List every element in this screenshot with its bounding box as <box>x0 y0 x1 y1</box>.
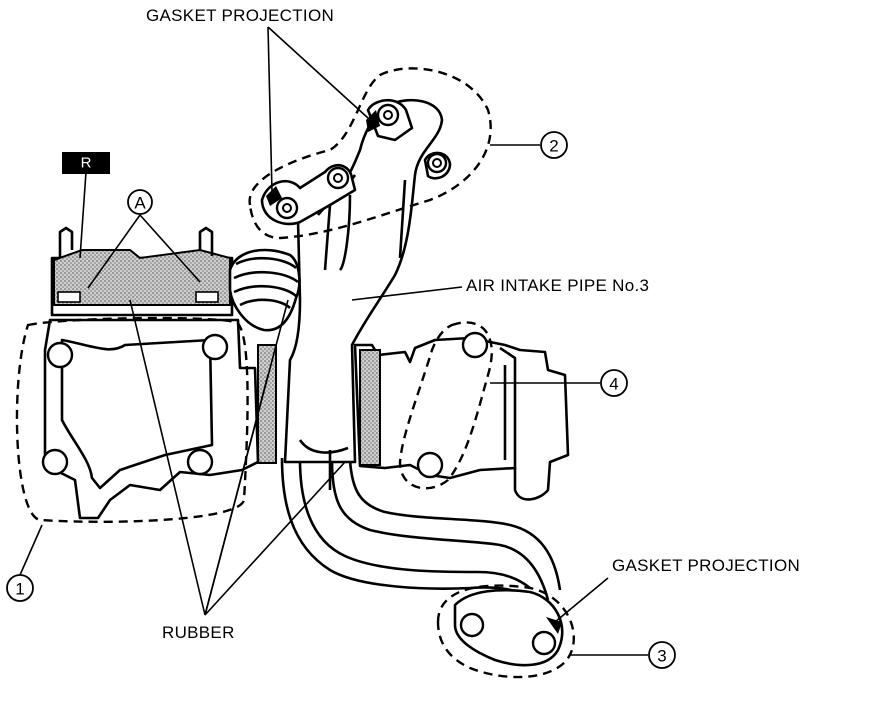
label-air-intake-pipe: AIR INTAKE PIPE No.3 <box>466 276 649 295</box>
outline-3 <box>436 584 575 679</box>
callout-2: 2 <box>540 131 568 159</box>
callout-a-label: A <box>134 194 146 213</box>
air-intake-pipe-no3 <box>283 98 444 490</box>
lower-hose <box>280 457 562 601</box>
callout-2-label: 2 <box>549 137 558 156</box>
leader-lines <box>19 26 648 656</box>
gasket-projection-mark <box>546 617 562 634</box>
flange-1 <box>15 316 260 523</box>
callout-4: 4 <box>600 369 628 397</box>
bolt-hole <box>186 448 214 476</box>
bolt-hole <box>531 630 557 656</box>
top-block <box>50 226 234 317</box>
flange-4 <box>353 321 570 501</box>
callout-1-label: 1 <box>15 580 24 599</box>
label-gasket-projection-right: GASKET PROJECTION <box>612 556 800 575</box>
callout-3-label: 3 <box>657 647 666 666</box>
callout-3: 3 <box>648 641 676 669</box>
outline-2 <box>248 67 492 240</box>
callout-4-label: 4 <box>609 375 618 394</box>
bolt-hole <box>46 341 74 369</box>
bolt-hole <box>416 451 444 479</box>
label-gasket-projection-top: GASKET PROJECTION <box>146 6 334 25</box>
outline-4 <box>398 321 493 490</box>
rubber-seal-right <box>359 349 381 466</box>
bolt-hole <box>459 612 485 638</box>
callout-1: 1 <box>6 574 34 602</box>
bolt-hole <box>201 333 229 361</box>
r-tag-label: R <box>81 155 92 172</box>
r-tag: R <box>62 152 110 174</box>
flange-3 <box>436 584 575 679</box>
bolt-hole <box>461 331 489 359</box>
callout-a: A <box>127 189 153 215</box>
gasket-projection-mark <box>266 186 282 206</box>
coupling <box>228 248 301 332</box>
rubber-seal-left <box>257 344 277 464</box>
gasket-projection-mark <box>366 110 380 132</box>
label-rubber: RUBBER <box>162 623 235 642</box>
flange-2 <box>248 67 492 240</box>
bolt-hole <box>41 448 69 476</box>
